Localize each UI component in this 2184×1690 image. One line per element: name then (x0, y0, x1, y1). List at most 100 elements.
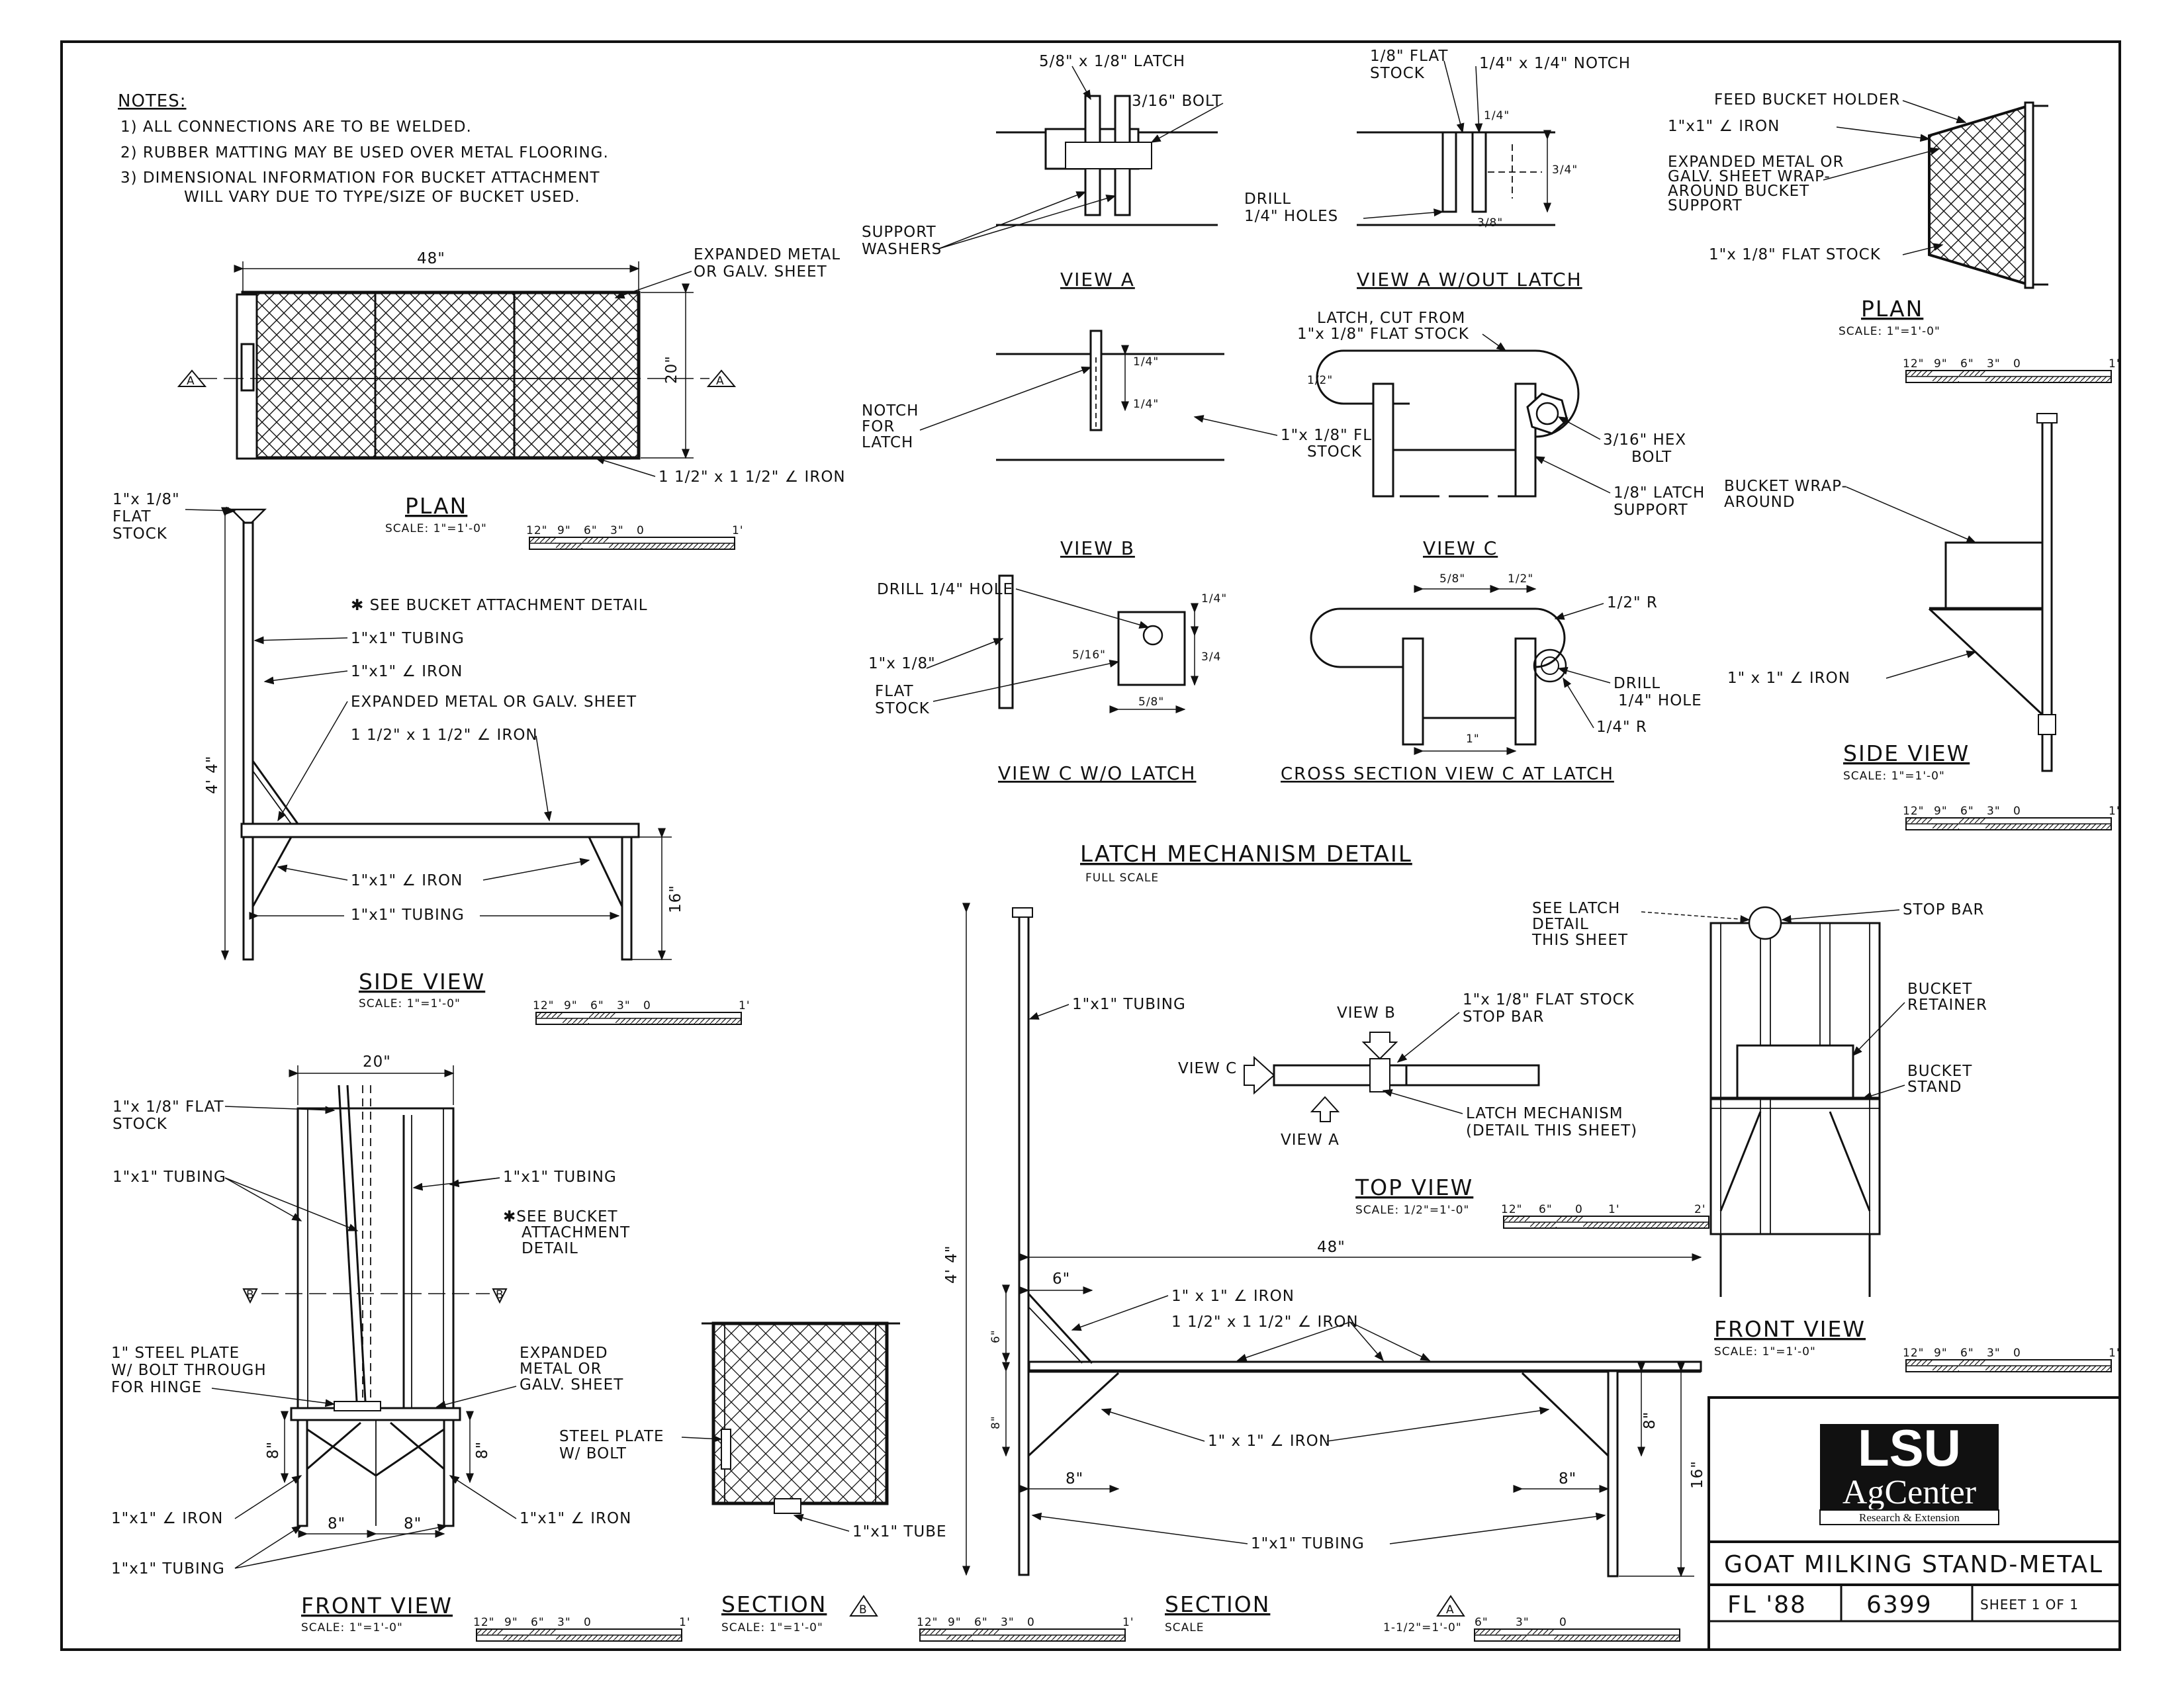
vb-dim-1: 1/4" (1133, 355, 1159, 369)
fl-sb-6: 6" (531, 1616, 545, 1629)
side-sb-9: 9" (564, 999, 578, 1012)
fvr-title: FRONT VIEW (1714, 1316, 1866, 1342)
cs-label-hole: 1/4" HOLE (1618, 692, 1702, 709)
tv-label-stopbar: STOP BAR (1463, 1008, 1544, 1026)
bs-label-angle: 1" x 1" ∠ IRON (1727, 670, 1850, 687)
sheet-border (60, 40, 2121, 1651)
secb-label-plate: STEEL PLATE (559, 1428, 664, 1445)
fvr-label-see-2: DETAIL (1532, 916, 1589, 933)
tv-label-detail: (DETAIL THIS SHEET) (1466, 1122, 1637, 1139)
latch-view-b: 1/4" 1/4" NOTCH FOR LATCH 1"x 1/8" FLAT … (862, 330, 1392, 559)
va-label-latch: 5/8" x 1/8" LATCH (1039, 53, 1185, 70)
front-dim-8c: 8" (328, 1515, 345, 1533)
side-height-dim: 4' 4" (204, 756, 221, 794)
vcw-label-flat-2: FLAT (875, 683, 914, 700)
sa-dim-48: 48" (1317, 1239, 1345, 1256)
latch-detail-scale: FULL SCALE (1085, 871, 1159, 885)
side-label-flat-1: 1"x 1/8" (113, 491, 180, 508)
bp-sb-1ft: 1' (2109, 357, 2120, 371)
sa-mark: A (1446, 1603, 1455, 1617)
vc-label-latch-stock: 1"x 1/8" FLAT STOCK (1297, 326, 1469, 343)
tv-label-viewa: VIEW A (1281, 1132, 1340, 1149)
secb-mark: B (859, 1603, 868, 1617)
side-leg-dim: 16" (667, 885, 684, 913)
front-label-detail: DETAIL (522, 1240, 578, 1257)
side-label-see-bucket: ✱ SEE BUCKET ATTACHMENT DETAIL (351, 597, 648, 614)
bp-sb-0: 0 (2013, 357, 2021, 371)
side-label-tubing2: 1"x1" TUBING (351, 907, 465, 924)
va-label-bolt: 3/16" BOLT (1132, 93, 1222, 110)
va-label-drill: DRILL (1244, 191, 1291, 208)
latch-view-c: LATCH, CUT FROM 1"x 1/8" FLAT STOCK 1/2"… (1297, 310, 1705, 559)
tv-label-viewc: VIEW C (1178, 1060, 1237, 1077)
front-section-mark-left: B (246, 1288, 255, 1302)
vaw-label-notch: 1/4" x 1/4" NOTCH (1479, 55, 1631, 72)
vc-label-bolt: BOLT (1631, 449, 1672, 466)
note-3: 3) DIMENSIONAL INFORMATION FOR BUCKET AT… (120, 169, 600, 187)
side-label-expanded: EXPANDED METAL OR GALV. SHEET (351, 693, 637, 711)
sa-dim-8b: 8" (1641, 1411, 1659, 1429)
sa-sb-6: 6" (1475, 1616, 1488, 1629)
front-dim-8b: 8" (474, 1441, 491, 1459)
tv-sb-2ft: 2' (1694, 1203, 1706, 1216)
tv-label-latch: LATCH MECHANISM (1466, 1105, 1623, 1122)
sa-dim-16: 16" (1689, 1460, 1706, 1489)
lsu-agcenter-logo: LSU AgCenter Research & Extension (1819, 1419, 1999, 1525)
bs-sb-3: 3" (1987, 805, 2001, 818)
note-3-cont: WILL VARY DUE TO TYPE/SIZE OF BUCKET USE… (184, 189, 580, 206)
sa-label-tubing: 1"x1" TUBING (1072, 996, 1186, 1013)
vc-label-support: 1/8" LATCH (1614, 484, 1705, 502)
sheet-number: SHEET 1 OF 1 (1980, 1597, 2079, 1613)
va-label-holes: 1/4" HOLES (1244, 208, 1338, 225)
front-label-flat-2: STOCK (113, 1116, 167, 1133)
side-sb-3: 3" (617, 999, 631, 1012)
front-dim-8d: 8" (404, 1515, 422, 1533)
vb-label-latch: LATCH (862, 434, 913, 451)
fl-sb-3: 3" (557, 1616, 571, 1629)
plan-sb-9: 9" (557, 524, 571, 537)
bs-label-wrap-1: BUCKET WRAP- (1724, 478, 1848, 495)
front-view-right: SEE LATCH DETAIL THIS SHEET STOP BAR BUC… (1531, 900, 2120, 1372)
sb-b-1ft: 1' (1122, 1616, 1134, 1629)
bp-sb-12: 12" (1903, 357, 1924, 371)
fvr-label-stand-1: BUCKET (1907, 1063, 1972, 1080)
vb-title: VIEW B (1060, 537, 1135, 559)
latch-cross-section: 5/8" 1/2" 1/2" R DRILL 1/4" HOLE 1/4" R … (1281, 572, 1702, 784)
sa-label-angle1: 1" x 1" ∠ IRON (1171, 1288, 1295, 1305)
bp-scale: SCALE: 1"=1'-0" (1839, 325, 1940, 338)
front-label-see-bucket: ✱SEE BUCKET (503, 1208, 618, 1225)
sa-sb-0: 0 (1559, 1616, 1567, 1629)
front-label-exp-2: METAL OR (520, 1360, 602, 1378)
side-label-tubing: 1"x1" TUBING (351, 630, 465, 647)
secb-label-bolt: W/ BOLT (559, 1445, 627, 1462)
tv-sb-1ft: 1' (1608, 1203, 1620, 1216)
fl-sb-0: 0 (584, 1616, 592, 1629)
plan-scale: SCALE: 1"=1'-0" (385, 522, 487, 535)
plan-title: PLAN (405, 493, 467, 519)
cs-title: CROSS SECTION VIEW C AT LATCH (1281, 764, 1614, 784)
side-sb-1ft: 1' (739, 999, 751, 1012)
front-label-tubing-right: 1"x1" TUBING (503, 1169, 617, 1186)
cs-dim-half: 1/2" (1508, 572, 1533, 586)
sa-dim-8a: 8" (989, 1415, 1003, 1429)
front-label-attachment: ATTACHMENT (522, 1224, 630, 1241)
front-label-plate-2: W/ BOLT THROUGH (111, 1362, 267, 1379)
fvr-sb-3: 3" (1987, 1347, 2001, 1360)
sa-dim-height: 4' 4" (943, 1245, 960, 1284)
fl-sb-9: 9" (504, 1616, 518, 1629)
fvr-label-stand-2: STAND (1907, 1079, 1962, 1096)
front-label-plate-1: 1" STEEL PLATE (111, 1345, 240, 1362)
vb-label-for: FOR (862, 418, 895, 435)
fvr-sb-0: 0 (2013, 1347, 2021, 1360)
latch-view-a-wo: 1/8" FLAT STOCK 1/4" x 1/4" NOTCH 1/4" 3… (1357, 48, 1631, 290)
sa-title: SECTION (1165, 1591, 1270, 1617)
note-1: 1) ALL CONNECTIONS ARE TO BE WELDED. (120, 118, 472, 136)
sa-label-angle2: 1 1/2" x 1 1/2" ∠ IRON (1171, 1313, 1359, 1331)
va-title: VIEW A (1060, 269, 1135, 290)
side-label-flat-3: STOCK (113, 525, 167, 543)
plan-label-galv: OR GALV. SHEET (694, 263, 827, 281)
cs-label-drill: DRILL (1614, 675, 1661, 692)
sb-b-9: 9" (948, 1616, 962, 1629)
drawing-number: 6399 (1866, 1591, 1933, 1619)
